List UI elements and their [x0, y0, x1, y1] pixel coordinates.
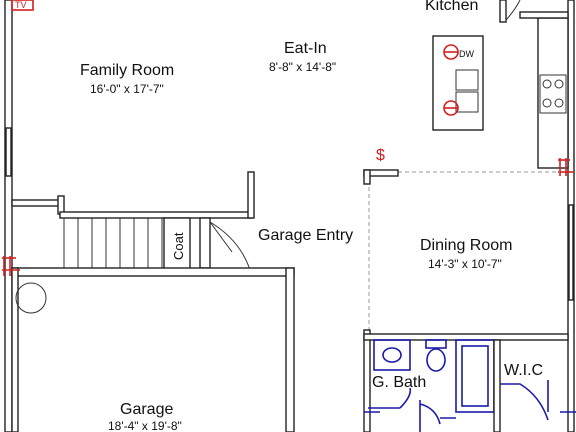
- garage-size: 18'-4" x 19'-8": [108, 419, 182, 432]
- wic-label: W.I.C: [504, 362, 543, 379]
- toilet-tank: [425, 339, 447, 349]
- door-swing: [505, 0, 521, 21]
- switch-symbol: $: [376, 147, 385, 164]
- burner: [554, 79, 564, 89]
- eat-in-size: 8'-8" x 14'-8": [269, 60, 336, 74]
- garage-entry-wall: [199, 217, 211, 269]
- tv-box: [11, 0, 34, 11]
- kitchen-wall: [499, 0, 507, 23]
- garage-door: [209, 221, 233, 253]
- coat-label: Coat: [171, 232, 186, 260]
- bathtub-inner: [461, 345, 489, 407]
- eat-in-label: Eat-In: [284, 40, 327, 57]
- kitchen-counter: [537, 17, 569, 169]
- dining-wall: [363, 169, 371, 185]
- stair-wall: [11, 199, 61, 207]
- dining-room-size: 14'-3" x 10'-7": [428, 257, 502, 271]
- right-window: [568, 204, 574, 301]
- coat-closet: [163, 217, 191, 271]
- stair-treads: [63, 218, 163, 270]
- wall-outlet-kitchen: [558, 158, 574, 176]
- garage-outlet: [2, 256, 20, 276]
- garage-right-wall: [285, 267, 295, 432]
- dining-bottom-wall: [363, 333, 569, 341]
- garage-door-swing: [209, 221, 251, 271]
- wic-door: [500, 380, 549, 421]
- sink-basin: [455, 69, 479, 91]
- bath-sink-counter: [373, 339, 411, 371]
- burner: [542, 79, 552, 89]
- burner: [554, 98, 564, 108]
- sink-basin: [455, 91, 479, 113]
- left-window: [5, 127, 12, 177]
- bath-door: [368, 387, 441, 432]
- tv-label: TV: [15, 0, 27, 10]
- stair-rail: [59, 211, 253, 219]
- garage-top-wall: [11, 267, 295, 277]
- bath-wic-wall: [493, 339, 501, 432]
- toilet-bowl: [426, 348, 446, 372]
- garage-left-wall: [11, 267, 19, 432]
- garage-label: Garage: [120, 401, 173, 418]
- bath-sink: [382, 347, 402, 363]
- g-bath-label: G. Bath: [372, 374, 426, 391]
- left-exterior-wall: [4, 0, 13, 432]
- dishwasher-label: DW: [459, 49, 474, 59]
- range: [539, 74, 567, 114]
- kitchen-wall: [519, 11, 569, 19]
- garage-entry-label: Garage Entry: [258, 227, 353, 244]
- burner: [542, 98, 552, 108]
- dining-room-label: Dining Room: [420, 237, 512, 254]
- water-heater: [15, 282, 47, 314]
- family-room-label: Family Room: [80, 62, 174, 79]
- stair-rail-post: [247, 171, 255, 219]
- bath-lower-wall: [364, 411, 576, 419]
- dining-wall: [363, 329, 371, 432]
- kitchen-label: Kitchen: [425, 0, 478, 14]
- family-room-size: 16'-0" x 17'-7": [90, 82, 164, 96]
